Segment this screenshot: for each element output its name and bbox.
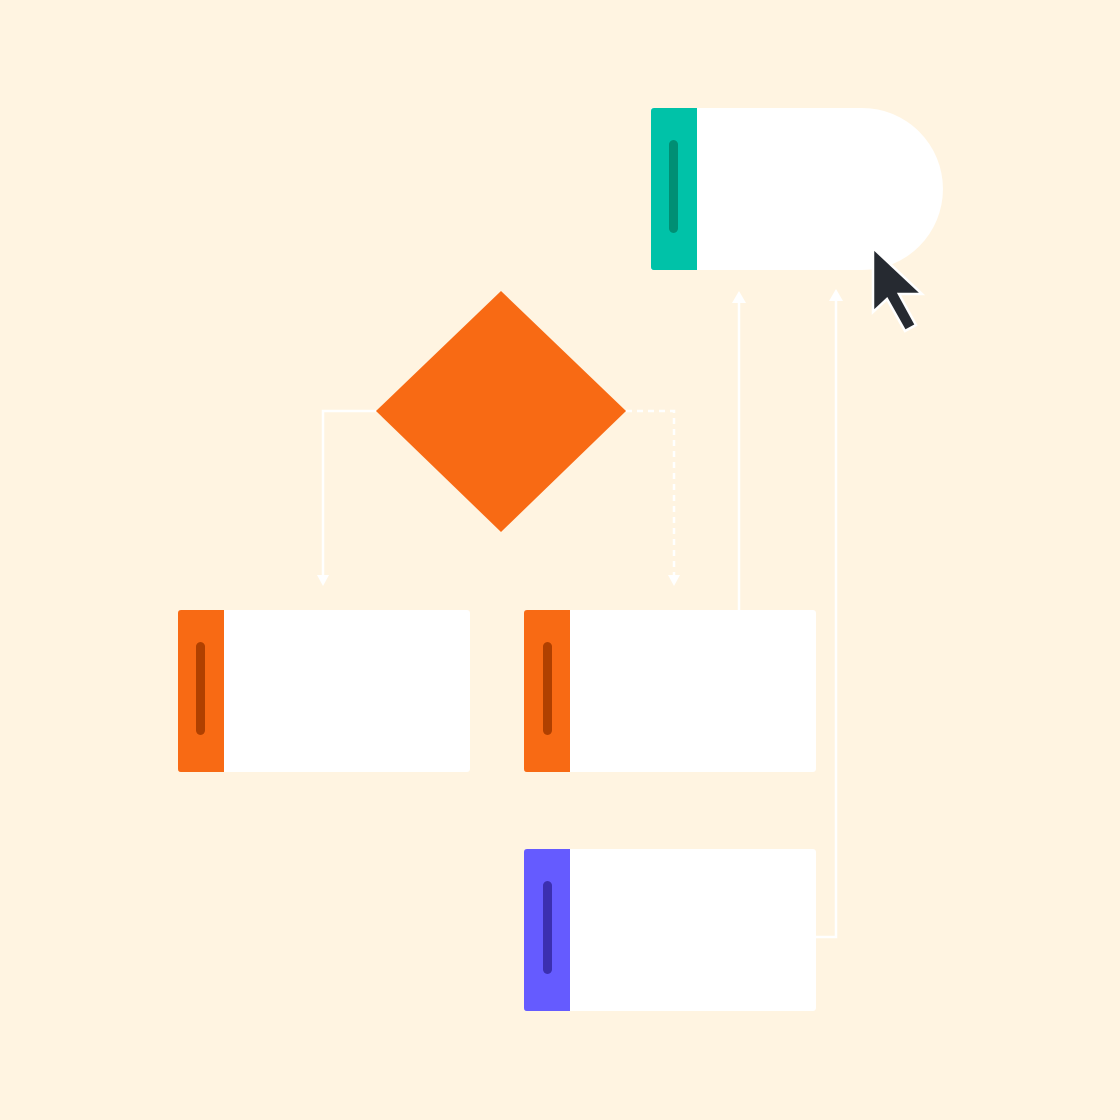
card-body bbox=[178, 610, 470, 772]
drag-handle-icon[interactable] bbox=[669, 140, 678, 233]
process-node-bottom[interactable] bbox=[524, 849, 816, 1011]
card-body bbox=[524, 849, 816, 1011]
process-node-right[interactable] bbox=[524, 610, 816, 772]
drag-handle-icon[interactable] bbox=[196, 642, 205, 735]
arrowhead-left-down-icon bbox=[317, 575, 329, 586]
process-node-left[interactable] bbox=[178, 610, 470, 772]
connectors bbox=[317, 289, 843, 939]
terminal-node[interactable] bbox=[651, 108, 943, 270]
arrowhead-up-icon bbox=[732, 291, 746, 303]
drag-handle-icon[interactable] bbox=[543, 881, 552, 974]
decision-node[interactable] bbox=[376, 291, 626, 532]
arrowhead-right-down-icon bbox=[668, 575, 680, 586]
connector-bottom-to-terminal[interactable] bbox=[816, 300, 838, 939]
drag-handle-icon[interactable] bbox=[543, 642, 552, 735]
card-body bbox=[524, 610, 816, 772]
connector-decision-to-right[interactable] bbox=[626, 409, 676, 576]
mouse-pointer-icon bbox=[871, 245, 926, 333]
connector-decision-to-left[interactable] bbox=[321, 409, 376, 576]
arrowhead-up-icon bbox=[829, 289, 843, 301]
terminal-body bbox=[651, 108, 943, 270]
